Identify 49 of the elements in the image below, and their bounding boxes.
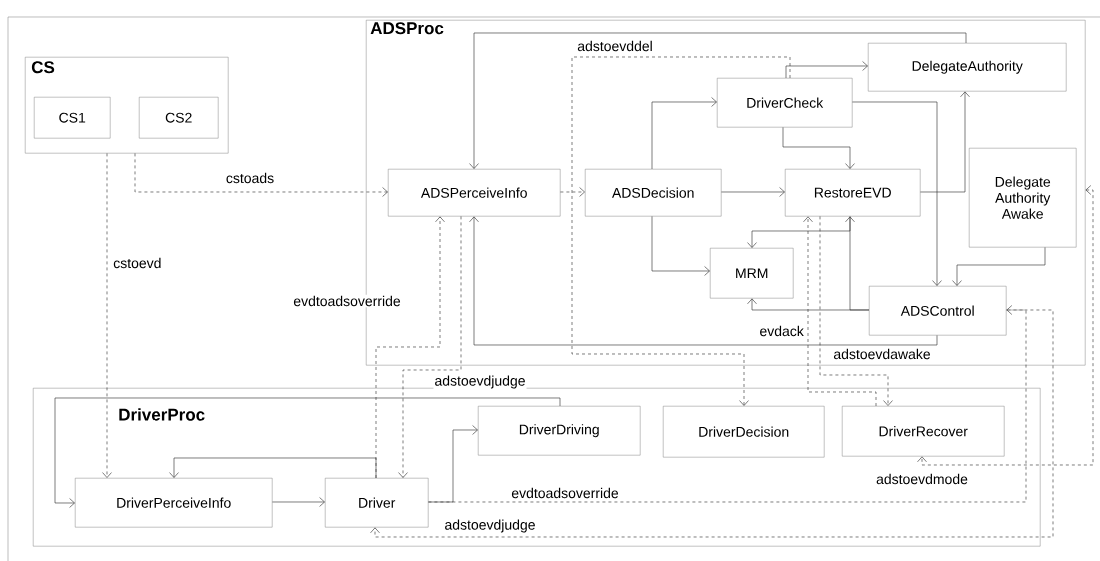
process-box: ADSPerceiveInfo bbox=[388, 169, 561, 217]
arrow bbox=[560, 187, 585, 197]
process-box: Driver bbox=[325, 478, 429, 528]
edge-label: evdack bbox=[758, 324, 805, 338]
edge-label: adstoevdmode bbox=[875, 472, 969, 486]
arrow bbox=[398, 216, 462, 478]
arrow bbox=[782, 127, 855, 169]
arrow bbox=[469, 216, 938, 346]
arrow bbox=[134, 153, 388, 197]
arrow bbox=[651, 97, 717, 170]
process-box: Delegate Authority Awake bbox=[969, 148, 1077, 248]
process-box: DriverRecover bbox=[842, 406, 1005, 457]
arrow bbox=[272, 497, 325, 507]
process-box: DriverCheck bbox=[717, 78, 853, 128]
process-box: DriverDecision bbox=[663, 406, 825, 458]
arrow bbox=[428, 425, 478, 503]
process-box: DriverDriving bbox=[478, 406, 641, 456]
process-box: CS1 bbox=[34, 97, 111, 139]
arrow bbox=[819, 216, 893, 406]
arrow bbox=[469, 32, 967, 169]
arrow bbox=[54, 397, 561, 508]
arrow bbox=[920, 91, 970, 193]
arrow bbox=[917, 185, 1094, 466]
arrow bbox=[571, 56, 791, 406]
process-box: ADSControl bbox=[869, 286, 1007, 336]
edge-label: cstoads bbox=[224, 171, 276, 185]
process-box: ADSDecision bbox=[585, 169, 722, 217]
edge-label: evdtoadsoverride bbox=[510, 486, 620, 500]
arrow bbox=[721, 187, 785, 197]
arrow bbox=[651, 216, 710, 276]
edge-label: evdtoadsoverride bbox=[292, 294, 402, 308]
arrow bbox=[370, 309, 1054, 538]
arrow bbox=[852, 101, 942, 286]
process-box: MRM bbox=[710, 248, 794, 299]
process-box: DelegateAuthority bbox=[868, 43, 1067, 92]
edge-label: adstoevdawake bbox=[832, 347, 932, 361]
arrow bbox=[952, 247, 1046, 286]
process-box: CS2 bbox=[139, 97, 219, 139]
edge-label: cstoevd bbox=[112, 256, 163, 270]
arrow bbox=[785, 61, 868, 79]
arrow bbox=[169, 457, 377, 479]
arrow bbox=[803, 216, 877, 407]
process-box: RestoreEVD bbox=[785, 169, 921, 217]
edge-label: adstoevddel bbox=[576, 39, 654, 53]
process-box: DriverPerceiveInfo bbox=[75, 478, 273, 528]
edge-label: adstoevdjudge bbox=[443, 518, 537, 534]
edge-label: adstoevdjudge bbox=[433, 374, 527, 390]
arrow bbox=[102, 153, 112, 478]
arrow bbox=[747, 298, 870, 311]
